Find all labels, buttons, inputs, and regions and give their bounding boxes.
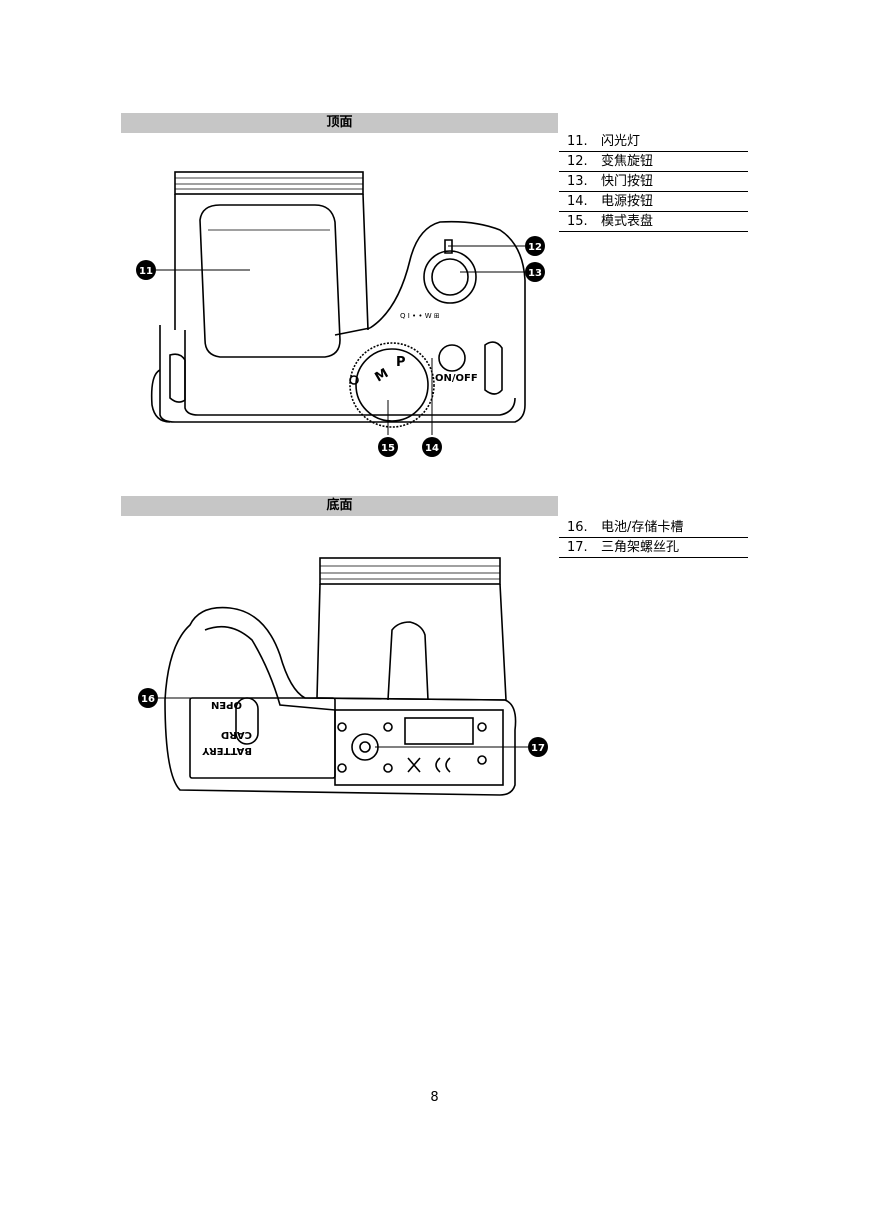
item-label: 三角架螺丝孔 (601, 540, 680, 555)
list-item: 12. 变焦旋钮 (559, 152, 748, 172)
camera-top-illustration: Q I • • W ⊞ ON/OFF M P 11 12 13 14 15 (136, 171, 545, 457)
item-label: 电池/存储卡槽 (601, 520, 684, 535)
item-number: 15. (567, 214, 588, 229)
card-label: CARD (221, 729, 252, 740)
item-number: 17. (567, 540, 588, 555)
power-label: ON/OFF (435, 373, 478, 384)
callout-17: 17 (531, 743, 545, 754)
bottom-parts-list: 16. 电池/存储卡槽 17. 三角架螺丝孔 (559, 518, 748, 558)
item-number: 11. (567, 134, 588, 149)
list-item: 15. 模式表盘 (559, 212, 748, 232)
item-label: 快门按钮 (601, 174, 654, 189)
top-parts-list: 11. 闪光灯 12. 变焦旋钮 13. 快门按钮 14. 电源按钮 15. 模… (559, 132, 748, 232)
callout-14: 14 (425, 443, 439, 454)
item-label: 变焦旋钮 (601, 154, 654, 169)
item-label: 模式表盘 (601, 214, 654, 229)
list-item: 11. 闪光灯 (559, 132, 748, 152)
top-section-header: 顶面 (121, 113, 558, 133)
list-item: 13. 快门按钮 (559, 172, 748, 192)
mode-p: P (396, 355, 406, 370)
open-label: OPEN (211, 699, 242, 710)
item-number: 13. (567, 174, 588, 189)
mode-m: M (373, 366, 392, 385)
callout-11: 11 (139, 266, 153, 277)
bottom-section-header: 底面 (121, 496, 558, 516)
camera-bottom-illustration: BATTERY CARD OPEN 16 17 (138, 557, 548, 796)
battery-label: BATTERY (202, 745, 252, 756)
list-item: 16. 电池/存储卡槽 (559, 518, 748, 538)
item-label: 电源按钮 (601, 194, 654, 209)
callout-16: 16 (141, 694, 155, 705)
callout-15: 15 (381, 443, 395, 454)
list-item: 17. 三角架螺丝孔 (559, 538, 748, 558)
item-number: 12. (567, 154, 588, 169)
item-number: 16. (567, 520, 588, 535)
item-label: 闪光灯 (601, 134, 641, 149)
callout-12: 12 (528, 242, 542, 253)
callout-13: 13 (528, 268, 542, 279)
item-number: 14. (567, 194, 588, 209)
list-item: 14. 电源按钮 (559, 192, 748, 212)
zoom-label: Q I • • W ⊞ (400, 312, 440, 320)
page-number: 8 (430, 1090, 439, 1105)
